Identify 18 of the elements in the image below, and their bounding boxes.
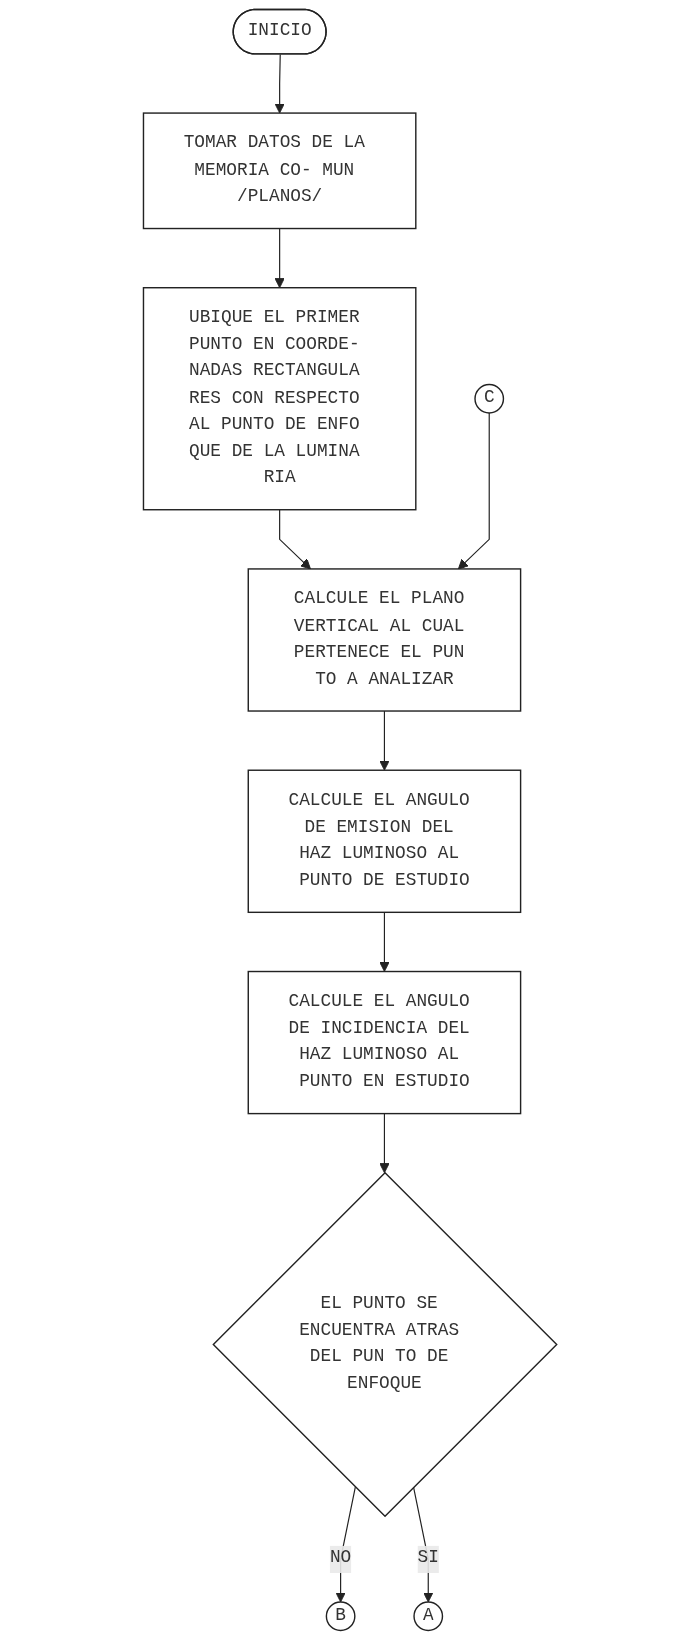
arrow xyxy=(379,911,390,972)
arrow xyxy=(278,509,311,570)
arrow xyxy=(274,53,285,114)
node-box: UBIQUE EL PRIMER PUNTO EN COORDE- NADAS RECTANGULA RES CON RESPECTO AL PUNTO DE ENFO QUE DE LA LUMINA RIA xyxy=(142,287,417,511)
edge-label: NO xyxy=(329,1548,352,1569)
node-diamond: EL PUNTO SE ENCUENTRA ATRAS DEL PUN TO DE ENFOQUE xyxy=(212,1171,558,1518)
node-circle: A xyxy=(413,1601,444,1632)
arrow xyxy=(379,710,390,771)
node-box: TOMAR DATOS DE LA MEMORIA CO- MUN /PLANOS/ xyxy=(142,112,417,230)
node-box: CALCULE EL PLANO VERTICAL AL CUAL PERTENECE EL PUN TO A ANALIZAR xyxy=(247,568,522,712)
arrow xyxy=(379,1113,390,1174)
arrow xyxy=(457,412,490,570)
node-box: CALCULE EL ANGULO DE EMISION DEL HAZ LUMINOSO AL PUNTO DE ESTUDIO xyxy=(247,769,522,914)
arrow xyxy=(274,227,285,289)
node-circle: C xyxy=(474,383,505,414)
node-circle: B xyxy=(325,1601,356,1632)
node-box: CALCULE EL ANGULO DE INCIDENCIA DEL HAZ LUMINOSO AL PUNTO EN ESTUDIO xyxy=(247,970,522,1115)
edge-label: SI xyxy=(417,1548,439,1569)
